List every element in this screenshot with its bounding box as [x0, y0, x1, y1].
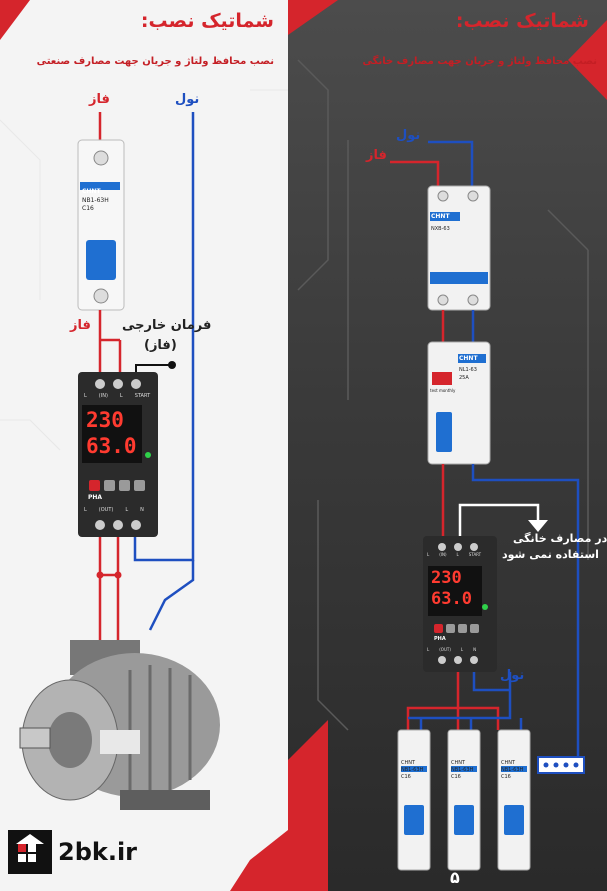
neutral-label-top: نول [396, 128, 421, 143]
rcd-breaker [427, 341, 491, 465]
protector-current-display: 63.0 [86, 434, 137, 458]
electric-motor-image [19, 640, 220, 810]
main-breaker-brand: CHNT [431, 213, 450, 220]
site-logo: 2bk.ir [8, 830, 137, 874]
rcd-test-label: test monthly [430, 388, 456, 393]
rcd-brand: CHNT [459, 355, 478, 362]
protector-voltage-display: 230 [86, 408, 124, 432]
neutral-wire [133, 112, 195, 562]
right-subtitle: نصب محافظ ولتاژ و جریان جهت مصارف خانگی [362, 56, 597, 67]
protector-brand: PHA [434, 636, 446, 642]
phase-label-top: فاز [89, 92, 110, 107]
page-number: ۵ [450, 868, 460, 887]
right-title: شماتیک نصب: [455, 10, 589, 32]
breaker-brand: CHNT [82, 188, 101, 195]
residential-protector [423, 536, 497, 672]
industrial-protector [78, 372, 158, 537]
neutral-label: نول [175, 92, 200, 107]
industrial-wiring-diagram [0, 0, 288, 891]
branch-breakers [397, 729, 531, 871]
logo-text: 2bk.ir [58, 838, 138, 866]
not-used-label-2: استفاده نمی شود [502, 548, 599, 561]
not-used-label-1: در مصارف خانگی [513, 532, 607, 545]
residential-wiring-diagram [288, 0, 607, 891]
rcd-model: NL1-63 [459, 367, 477, 373]
logo-icon [8, 830, 52, 874]
neutral-label-bus: نول [500, 668, 525, 683]
left-subtitle: نصب محافظ ولتاژ و جریان جهت مصارف صنعتی [36, 56, 274, 67]
protector-voltage-display: 230 [431, 568, 462, 588]
protector-brand: PHA [88, 494, 103, 501]
neutral-busbar [537, 756, 585, 774]
breaker-model: NB1-63H [82, 197, 109, 204]
breaker-rating: C16 [82, 205, 94, 212]
main-breaker [427, 185, 491, 311]
main-breaker-model: NXB-63 [431, 226, 450, 232]
phase-label: فاز [366, 148, 387, 163]
left-title: شماتیک نصب: [140, 10, 274, 32]
residential-panel: شماتیک نصب: نصب محافظ ولتاژ و جریان جهت … [288, 0, 607, 891]
external-phase-label: (فاز) [144, 338, 177, 353]
rcd-rating: 25A [459, 375, 469, 381]
external-command-label: فرمان خارجی [122, 318, 212, 333]
industrial-breaker [77, 139, 125, 311]
industrial-panel: شماتیک نصب: نصب محافظ ولتاژ و جریان جهت … [0, 0, 288, 891]
protector-current-display: 63.0 [431, 589, 472, 609]
phase-label-mid: فاز [70, 318, 91, 333]
